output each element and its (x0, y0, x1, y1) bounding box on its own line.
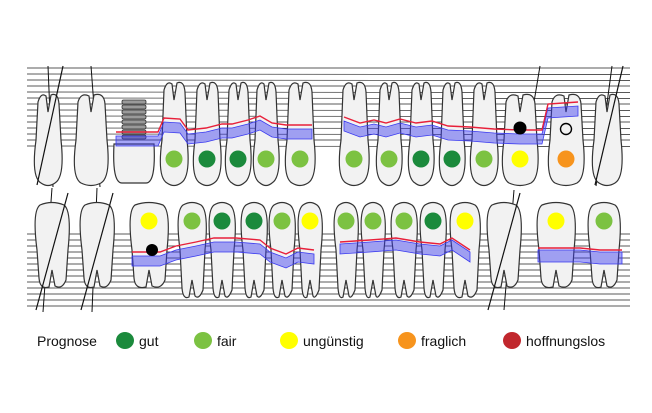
periodontal-chart (26, 65, 631, 313)
pocket-band-lower-right-distal (537, 249, 623, 265)
legend-label-fraglich: fraglich (421, 333, 467, 349)
legend-dot-fraglich (398, 332, 416, 349)
gingival-line-lower-left (132, 237, 315, 255)
prognosis-dot-upper (511, 150, 529, 168)
prognosis-dot-lower (456, 212, 474, 230)
pocket-band-lower-right (339, 239, 471, 263)
lower-tooth-outline (79, 201, 115, 289)
legend-label-fair: fair (217, 333, 237, 349)
gingival-line-upper-right (343, 101, 579, 131)
prognosis-dot-lower (273, 212, 291, 230)
pocket-depth-bands (115, 101, 623, 269)
prognosis-dot-upper (475, 150, 493, 168)
gingival-line-lower-right-distal (538, 247, 622, 251)
teeth-layer (33, 65, 624, 311)
prognosis-dot-upper (345, 150, 363, 168)
lower-tooth (79, 192, 115, 311)
legend-title: Prognose (37, 333, 97, 349)
prognosis-dot-lower (395, 212, 413, 230)
prognosis-dot-lower (140, 212, 158, 230)
prognosis-dot-lower (183, 212, 201, 230)
prognosis-dot-lower (364, 212, 382, 230)
furcation-marker-filled (146, 244, 158, 256)
guide-line-upper (26, 79, 631, 81)
prognosis-dot-lower (213, 212, 231, 230)
lower-tooth-outline (34, 201, 70, 289)
missing-tooth-mark (594, 65, 624, 186)
guide-line-upper (26, 91, 631, 93)
prognosis-dot-upper (257, 150, 275, 168)
lower-tooth-outline (177, 201, 207, 299)
implant-thread (121, 124, 147, 130)
legend-dot-unguenstig (280, 332, 298, 349)
prognosis-dot-lower (424, 212, 442, 230)
implant-thread (121, 114, 147, 120)
missing-tooth-mark (35, 192, 69, 311)
prognosis-legend: Prognose gut fair ungünstig fraglich hof… (0, 326, 652, 356)
prognosis-dot-upper (291, 150, 309, 168)
prognosis-dot-lower (245, 212, 263, 230)
lower-tooth-outline (486, 201, 522, 289)
gingival-line-lower-right (339, 237, 471, 251)
gingival-line-upper-left (116, 115, 312, 133)
guide-line-upper (26, 109, 631, 111)
implant-thread (121, 104, 147, 110)
upper-tooth (501, 93, 539, 187)
implant-thread (121, 99, 147, 105)
prognosis-markers (140, 121, 613, 256)
furcation-marker-open (559, 122, 573, 136)
measurement-guide-lines (26, 65, 631, 313)
legend-label-unguenstig: ungünstig (303, 333, 364, 349)
pocket-band-upper-right (343, 105, 579, 145)
missing-tooth-mark (36, 65, 64, 186)
upper-tooth-outline (33, 93, 63, 187)
implant-thread (121, 119, 147, 125)
legend-dot-hoffnungslos (503, 332, 521, 349)
prognosis-dot-upper (165, 150, 183, 168)
implant-thread (121, 109, 147, 115)
guide-line-upper (26, 127, 631, 129)
pocket-band-lower-left (131, 241, 315, 269)
guide-line-upper (26, 73, 631, 75)
lower-tooth (34, 192, 70, 311)
legend-label-gut: gut (139, 333, 159, 349)
upper-tooth (33, 65, 64, 187)
legend-label-hoffnungslos: hoffnungslos (526, 333, 606, 349)
legend-dot-fair (194, 332, 212, 349)
missing-tooth-mark (80, 192, 114, 311)
prognosis-dot-upper (380, 150, 398, 168)
prognosis-dot-upper (412, 150, 430, 168)
prognosis-dot-lower (301, 212, 319, 230)
prognosis-dot-lower (595, 212, 613, 230)
upper-tooth (591, 65, 624, 187)
pocket-band-upper-left (115, 119, 313, 147)
prognosis-dot-lower (337, 212, 355, 230)
prognosis-dot-upper (229, 150, 247, 168)
upper-tooth (73, 93, 109, 187)
guide-line-upper (26, 97, 631, 99)
upper-tooth-outline (591, 93, 623, 187)
upper-tooth-outline (73, 93, 109, 187)
missing-tooth-mark (487, 192, 521, 311)
prognosis-dot-lower (547, 212, 565, 230)
prognosis-dot-upper (557, 150, 575, 168)
guide-line-upper (26, 115, 631, 117)
lower-tooth (486, 192, 522, 311)
implant-crown (113, 143, 155, 184)
lower-tooth (177, 201, 207, 299)
prognosis-dot-upper (443, 150, 461, 168)
prognosis-dot-upper (198, 150, 216, 168)
legend-dot-gut (116, 332, 134, 349)
upper-tooth-outline (501, 93, 539, 187)
furcation-marker-filled (513, 121, 527, 135)
